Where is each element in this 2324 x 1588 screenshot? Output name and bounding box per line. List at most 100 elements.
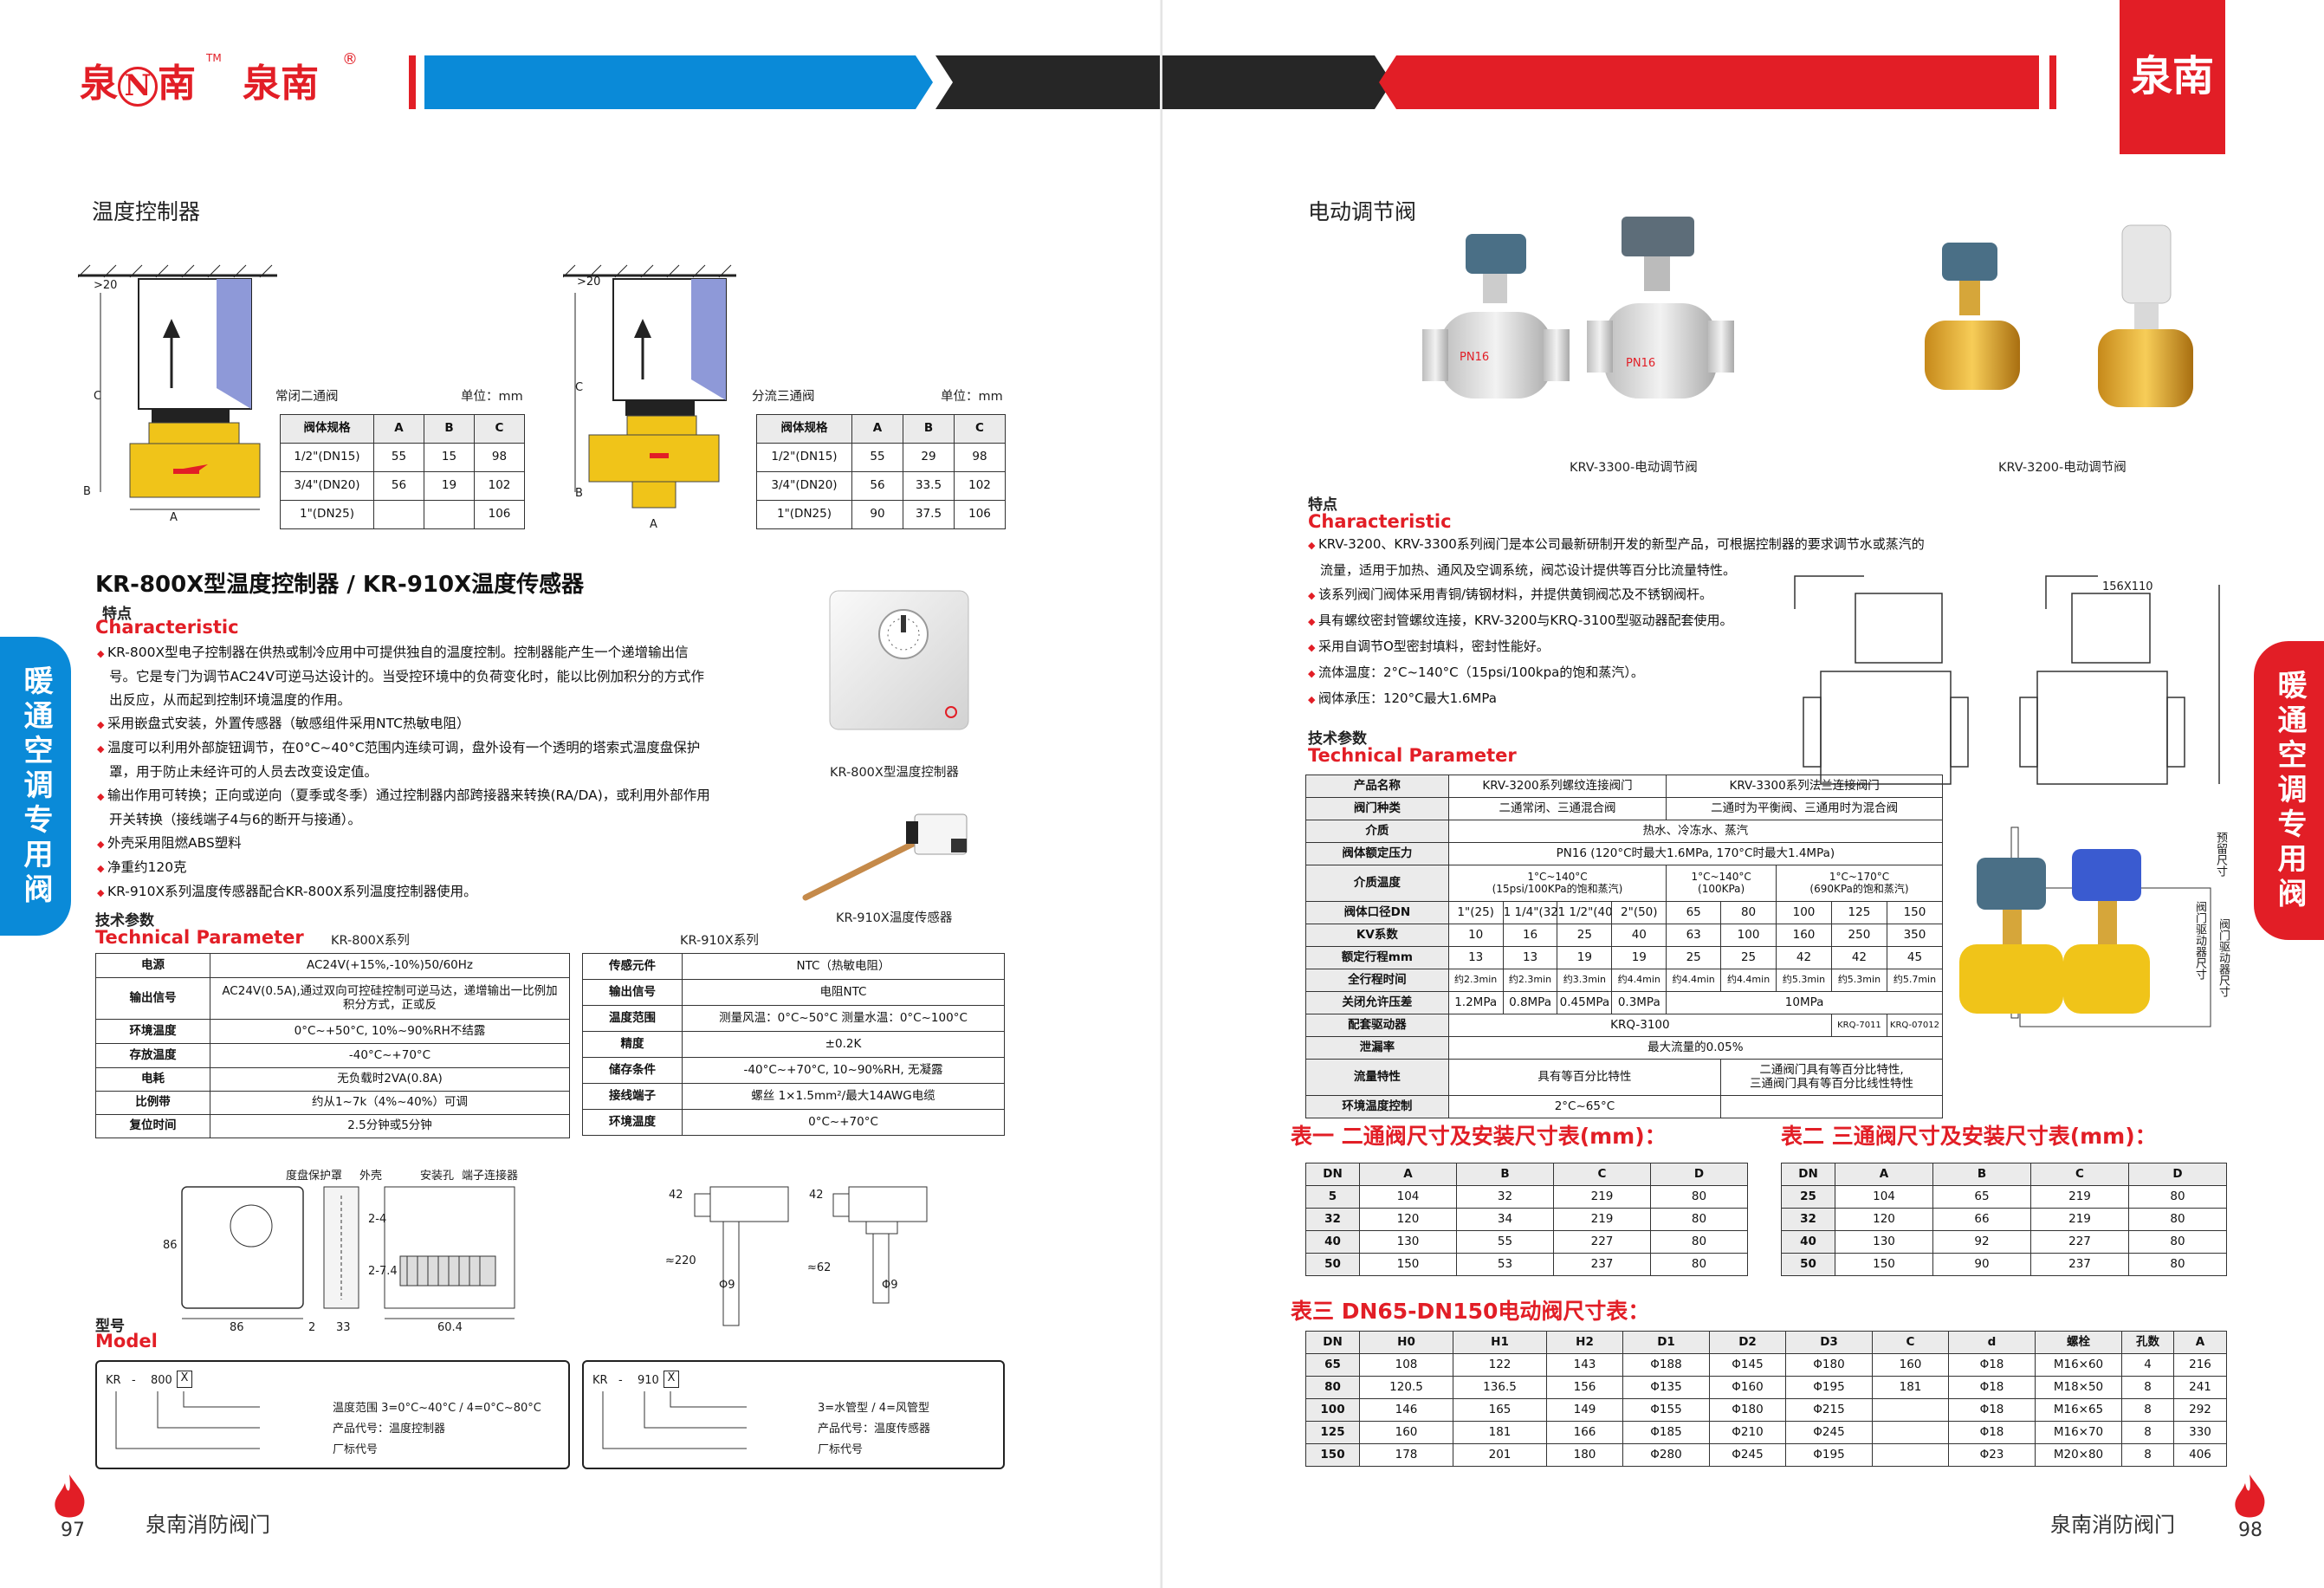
label-actuator-size-2: 阀门驱动器尺寸 — [2193, 901, 2206, 980]
brand-char-2: 南 — [158, 62, 196, 106]
logo-text: 泉南 — [2130, 52, 2214, 100]
section-title: 电动调节阀 — [1308, 199, 1417, 224]
bullet: 输出作用可转换；正向或逆向（夏季或冬季）通过控制器内部跨接器来转换(RA/DA)… — [97, 784, 712, 832]
dim-156x110: 156X110 — [2102, 580, 2153, 593]
pn-label-2: PN16 — [1626, 357, 1656, 370]
section-title: 温度控制器 — [92, 199, 201, 224]
category-tab: 暖通空调专用阀 — [2254, 641, 2324, 940]
dim-c: C — [94, 390, 102, 403]
label-actuator-size: 阀门驱动器尺寸 — [2217, 918, 2230, 997]
dim-2-4: 2-4 — [368, 1213, 387, 1226]
brand-char-1: 泉 — [80, 62, 118, 106]
tech-param-en: Technical Parameter — [95, 927, 304, 948]
model-code-number: 910 — [638, 1374, 659, 1387]
model-code-prefix: KR — [106, 1374, 121, 1387]
tech-param-en: Technical Parameter — [1308, 745, 1517, 766]
dim-a-2: A — [650, 518, 657, 531]
dim-gt20: >20 — [94, 279, 118, 292]
characteristic-list: KR-800X型电子控制器在供热或制冷应用中可提供独自的温度控制。控制器能产生一… — [97, 641, 712, 904]
brand-n-circle-icon: N — [118, 66, 158, 107]
product-heading: KR-800X型温度控制器 / KR-910X温度传感器 — [95, 572, 585, 598]
label-mount-hole: 安装孔 — [420, 1170, 455, 1183]
bullet: 阀体承压：120°C最大1.6MPa — [1308, 686, 1932, 712]
bullet: 外壳采用阻燃ABS塑料 — [97, 832, 712, 856]
dim-2-7-4: 2-7.4 — [368, 1265, 398, 1278]
series-label-910: KR-910X系列 — [680, 934, 759, 948]
page-number: 97 — [61, 1520, 85, 1541]
dim-phi9: Φ9 — [719, 1279, 735, 1292]
dim-gt20-2: >20 — [577, 275, 601, 288]
dim-42-b: 42 — [809, 1189, 824, 1202]
label-terminal: 端子连接器 — [462, 1170, 519, 1183]
dim-2: 2 — [308, 1321, 316, 1334]
bullet: 流体温度：2°C~140°C（15psi/100kpa的饱和蒸汽）。 — [1308, 660, 1932, 686]
dim-a: A — [170, 511, 178, 524]
model-en: Model — [95, 1331, 158, 1351]
model-line-product: 产品代号：温度传感器 — [818, 1423, 931, 1436]
model-leader-lines — [602, 1391, 747, 1449]
bullet: KRV-3200、KRV-3300系列阀门是本公司最新研制开发的新型产品，可根据… — [1308, 532, 1932, 582]
page-number: 98 — [2238, 1520, 2263, 1541]
bullet: 该系列阀门阀体采用青铜/铸钢材料，并提供黄铜阀芯及不锈钢阀杆。 — [1308, 582, 1932, 608]
sensor-dimension-drawing — [694, 1186, 928, 1326]
model-code-prefix: KR — [592, 1374, 608, 1387]
model-code-dash: - — [618, 1374, 623, 1387]
bullet: 具有螺纹密封管螺纹连接，KRV-3200与KRQ-3100型驱动器配套使用。 — [1308, 608, 1932, 634]
model-code-number: 800 — [151, 1374, 172, 1387]
model-code-variant: X — [177, 1371, 192, 1388]
label-dial-cover: 度盘保护罩 — [286, 1170, 343, 1183]
model-line-range: 温度范围 3=0°C~40°C / 4=0°C~80°C — [333, 1402, 541, 1415]
bullet: KR-910X系列温度传感器配合KR-800X系列温度控制器使用。 — [97, 880, 712, 904]
dim-phi9-b: Φ9 — [882, 1279, 898, 1292]
dim-86-h: 86 — [230, 1321, 244, 1334]
dim-42: 42 — [669, 1189, 683, 1202]
model-leader-lines — [115, 1391, 260, 1449]
bullet: 采用嵌盘式安装，外置传感器（敏感组件采用NTC热敏电阻） — [97, 712, 712, 736]
logo-block: 泉南 — [2120, 0, 2225, 154]
dim-b-2: B — [575, 487, 583, 500]
model-box-kr910: KR - 910 X 3=水管型 / 4=风管型 产品代号：温度传感器 厂标代号 — [582, 1360, 1005, 1469]
footer-text: 泉南消防阀门 — [2050, 1513, 2175, 1537]
dim-62: ≈62 — [807, 1261, 832, 1274]
characteristic-en: Characteristic — [1308, 511, 1452, 532]
brand-tm: TM — [206, 52, 222, 64]
product-caption-3300: KRV-3300-电动调节阀 — [1570, 461, 1698, 475]
pn-label-1: PN16 — [1460, 351, 1490, 364]
table2-caption: 分流三通阀 — [752, 390, 815, 404]
product-caption-3200: KRV-3200-电动调节阀 — [1998, 461, 2127, 475]
characteristic-list: KRV-3200、KRV-3300系列阀门是本公司最新研制开发的新型产品，可根据… — [1308, 532, 1932, 712]
series-label-800: KR-800X系列 — [331, 934, 410, 948]
table2-unit: 单位：mm — [941, 390, 1003, 404]
actuator-photos — [1959, 849, 2150, 1014]
tech-param-cn: 技术参数 — [1308, 730, 1367, 748]
table3-title: 表三 DN65-DN150电动阀尺寸表： — [1291, 1299, 1650, 1324]
controller-dimension-drawing — [181, 1186, 515, 1319]
sensor-caption: KR-910X温度传感器 — [836, 911, 953, 925]
brand-registered: ® — [342, 50, 358, 68]
table2-title: 表二 三通阀尺寸及安装尺寸表(mm)： — [1781, 1124, 2157, 1149]
table1-unit: 单位：mm — [461, 390, 523, 404]
category-tab: 暖通空调专用阀 — [0, 637, 71, 936]
dim-86-v: 86 — [163, 1239, 178, 1252]
characteristic-cn: 特点 — [1308, 496, 1337, 514]
bullet: KR-800X型电子控制器在供热或制冷应用中可提供独自的温度控制。控制器能产生一… — [97, 641, 712, 712]
two-way-valve-drawing — [78, 264, 277, 510]
flame-icon — [55, 1475, 85, 1518]
table1-caption: 常闭二通阀 — [275, 390, 339, 404]
label-reserve-size: 预留尺寸 — [2214, 832, 2227, 877]
tech-param-cn: 技术参数 — [95, 912, 154, 930]
dim-b: B — [83, 485, 91, 498]
three-way-valve-drawing — [563, 264, 736, 509]
model-code-variant: X — [664, 1371, 679, 1388]
controller-caption: KR-800X型温度控制器 — [830, 766, 959, 780]
dim-220: ≈220 — [665, 1254, 696, 1267]
right-page: 泉南 电动调节阀 暖通空调专用阀 PN16 PN16 KRV-3300-电动调节… — [1162, 0, 2324, 1588]
model-line-factory: 厂标代号 — [818, 1443, 864, 1456]
